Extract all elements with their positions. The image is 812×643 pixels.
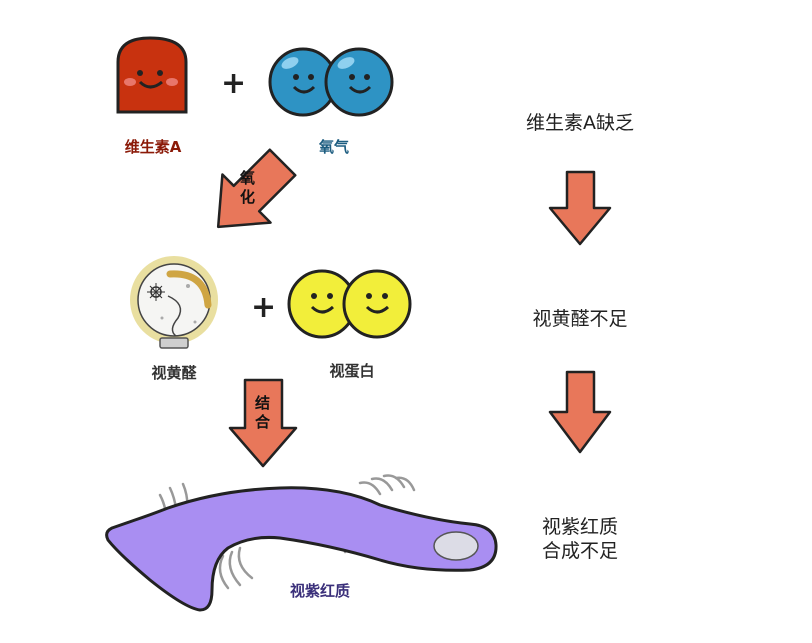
opsin-molecule-icon [287, 269, 412, 339]
rhodopsin-molecule-icon [105, 474, 498, 612]
vitamin-a-deficiency-text: 维生素A缺乏 [526, 112, 634, 134]
vitamin-a-icon [116, 36, 188, 114]
rhodopsin-synthesis-line1: 视紫红质 [541, 516, 618, 538]
oxidize-arrow [216, 148, 297, 229]
combine-label: 结合 [253, 395, 271, 433]
oxygen-label: 氧气 [318, 138, 349, 156]
rhodopsin-label: 视紫红质 [289, 582, 350, 600]
oxygen-molecule-icon [268, 47, 394, 117]
retinal-bulb-icon [130, 256, 218, 349]
plus-sign-middle: + [251, 290, 277, 325]
right-arrow-2 [548, 370, 612, 454]
plus-sign-top: + [221, 66, 247, 101]
oxidize-label: 氧化 [238, 170, 256, 208]
right-arrow-1 [548, 170, 612, 246]
opsin-label: 视蛋白 [329, 362, 375, 380]
retinal-insufficient-text: 视黄醛不足 [532, 308, 628, 330]
vitamin-a-label: 维生素A [124, 138, 182, 156]
retinal-label: 视黄醛 [151, 364, 197, 382]
rhodopsin-synthesis-line2: 合成不足 [541, 540, 618, 562]
combine-arrow [228, 378, 298, 468]
